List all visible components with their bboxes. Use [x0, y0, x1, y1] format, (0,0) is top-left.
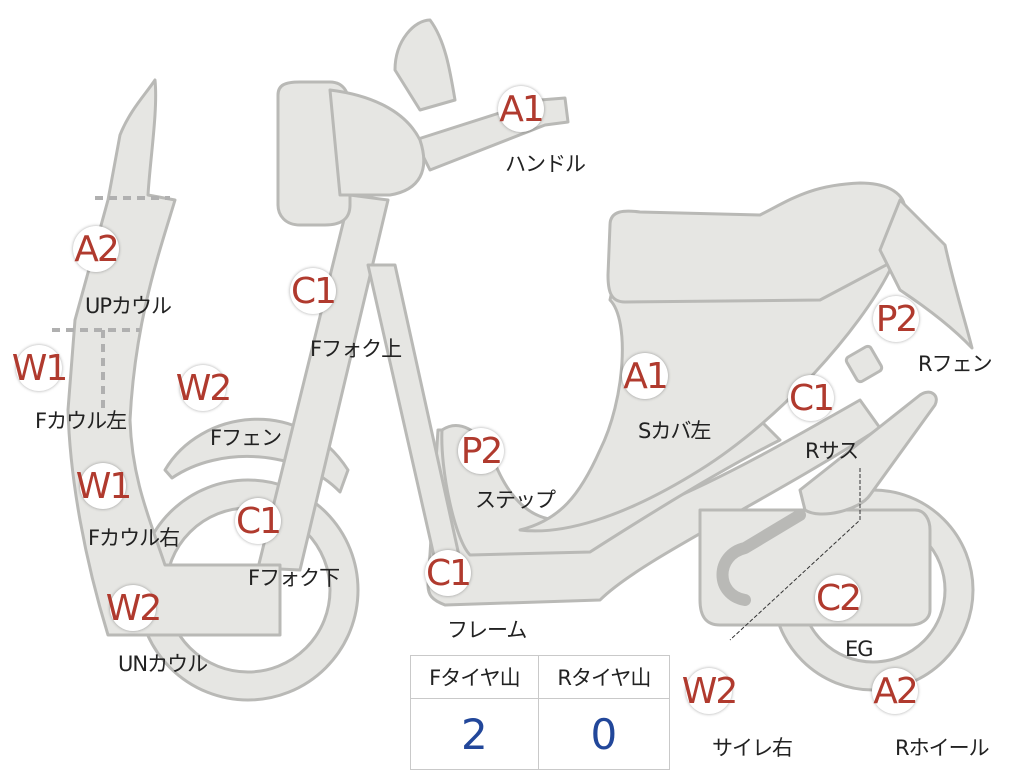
code-r-wheel: A2: [872, 668, 919, 714]
code-f-fork-upper: C1: [290, 268, 337, 314]
code-frame: C1: [425, 550, 472, 596]
front-tire-header: Fタイヤ山: [410, 655, 539, 699]
code-side-cover-left: A1: [622, 353, 669, 399]
code-f-cowl-right: W1: [76, 463, 132, 509]
code-r-fender: P2: [873, 296, 919, 342]
rear-shock: [798, 390, 938, 516]
code-muffler-right: W2: [682, 668, 738, 714]
handle-cover: [328, 88, 426, 197]
label-f-cowl-right: Fカウル右: [88, 526, 180, 550]
code-engine: C2: [815, 575, 862, 621]
code-f-fork-lower: C1: [235, 498, 282, 544]
label-r-suspension: Rサス: [805, 439, 859, 463]
code-up-cowl: A2: [73, 226, 120, 272]
label-handle: ハンドル: [505, 152, 586, 176]
mirror: [393, 18, 457, 112]
exhaust-pipe: [716, 509, 806, 606]
label-f-fork-lower: Fフォク下: [248, 566, 340, 590]
tire-tread-table: Fタイヤ山 Rタイヤ山 2 0: [410, 655, 671, 770]
label-engine: EG: [845, 637, 874, 661]
label-f-fork-upper: Fフォク上: [310, 337, 402, 361]
label-r-wheel: Rホイール: [895, 736, 990, 760]
seat: [606, 181, 907, 304]
fork-tube: [366, 263, 462, 567]
side-cover-body: [518, 238, 892, 533]
label-f-cowl-left: Fカウル左: [35, 409, 127, 433]
label-un-cowl: UNカウル: [118, 652, 208, 676]
code-f-fender: W2: [176, 365, 232, 411]
code-f-cowl-left: W1: [12, 345, 68, 391]
label-step: ステップ: [475, 488, 556, 512]
front-tire-value: 2: [410, 698, 539, 770]
label-frame: フレーム: [447, 618, 527, 642]
code-handle: A1: [498, 86, 545, 132]
fork-post: [256, 193, 390, 572]
code-un-cowl: W2: [106, 585, 162, 631]
code-r-suspension: C1: [788, 375, 835, 421]
label-up-cowl: UPカウル: [85, 294, 172, 318]
rear-tire-header: Rタイヤ山: [537, 655, 671, 699]
code-step: P2: [458, 428, 504, 474]
label-r-fender: Rフェン: [918, 352, 993, 376]
rear-tire-value: 0: [537, 698, 671, 770]
label-f-fender: Fフェン: [210, 426, 282, 450]
label-side-cover-left: Sカバ左: [638, 419, 711, 443]
label-muffler-right: サイレ右: [712, 736, 793, 760]
